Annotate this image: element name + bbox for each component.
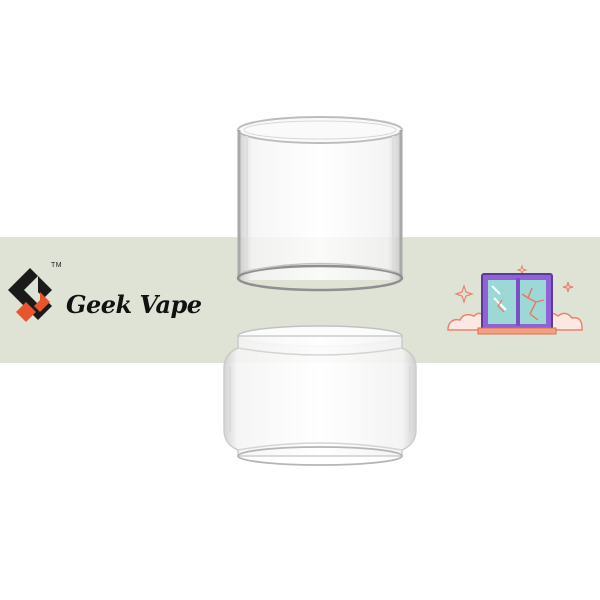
broken-window-icon bbox=[447, 264, 583, 335]
brand-logo: TM Geek Vape bbox=[4, 262, 218, 336]
trademark-label: TM bbox=[51, 262, 63, 269]
straight-glass-tube-icon bbox=[236, 116, 404, 292]
bubble-glass-tube-icon bbox=[223, 325, 417, 466]
brand-wordmark: Geek Vape bbox=[66, 290, 202, 319]
geekvape-logo-icon bbox=[8, 268, 52, 322]
